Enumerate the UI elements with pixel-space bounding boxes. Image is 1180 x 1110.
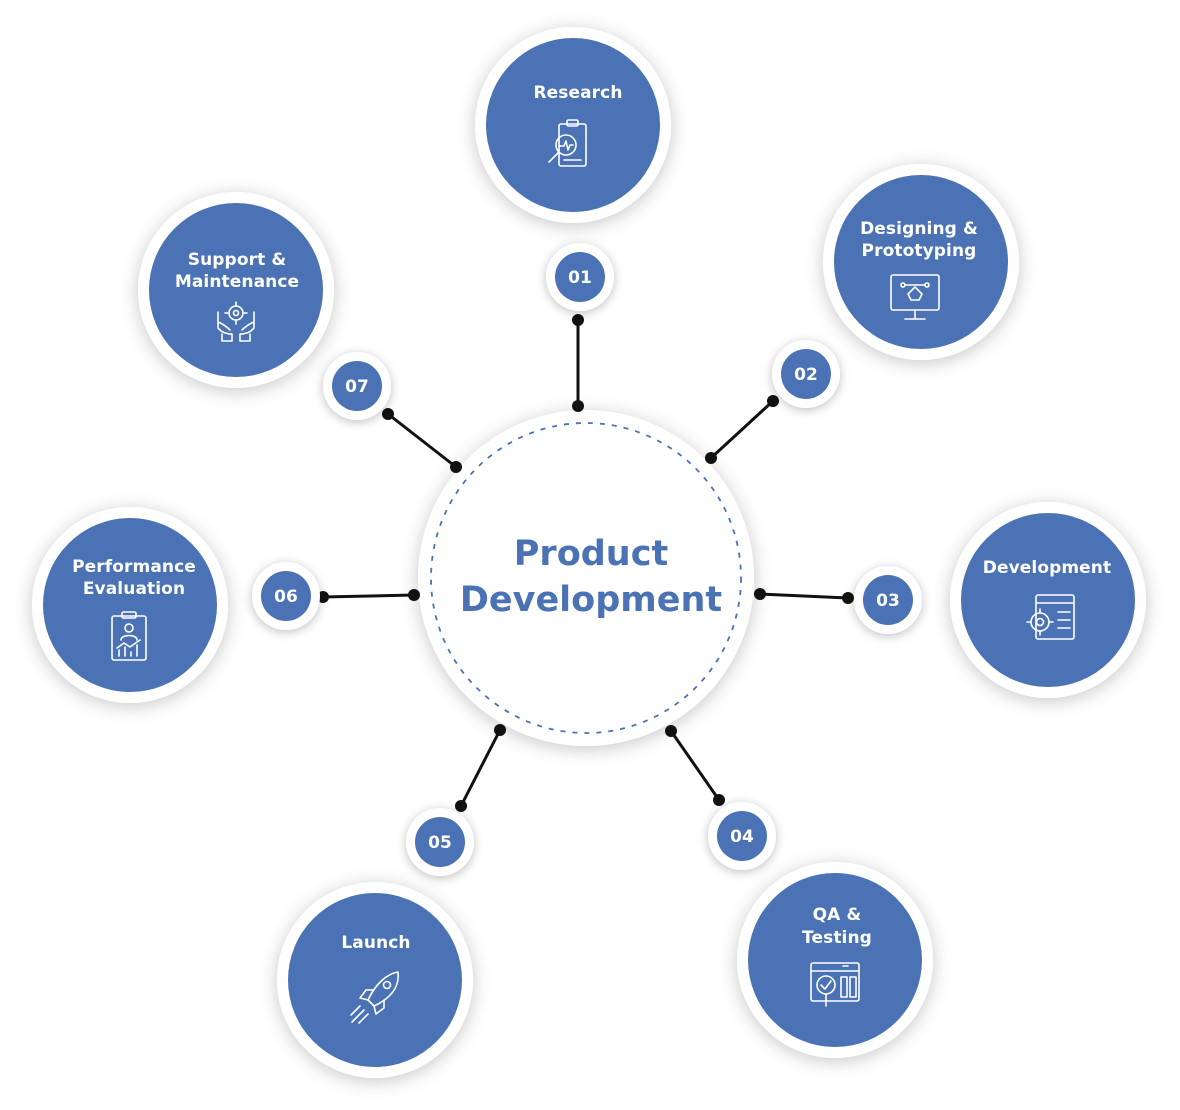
stage-label-performance-line2: Evaluation <box>83 579 185 599</box>
stage-designing-prototyping: Designing & Prototyping <box>823 164 1019 360</box>
stage-label-development: Development <box>983 558 1112 578</box>
svg-text:01: 01 <box>568 268 592 288</box>
svg-text:07: 07 <box>345 377 369 397</box>
connector-03 <box>759 592 849 600</box>
stage-launch: Launch <box>277 882 473 1078</box>
step-badge-04: 04 <box>708 802 776 870</box>
stage-development: Development <box>950 502 1146 698</box>
center-title-line1: Product <box>514 534 668 574</box>
stage-label-launch: Launch <box>341 933 410 953</box>
connector-05 <box>459 729 502 807</box>
connector-04 <box>669 730 721 801</box>
stage-label-support-line1: Support & <box>188 250 287 270</box>
svg-text:03: 03 <box>876 591 900 611</box>
connector-02 <box>709 399 775 460</box>
design-monitor-pen-icon <box>890 274 940 320</box>
step-badge-02: 02 <box>772 340 840 408</box>
step-badge-06: 06 <box>252 562 320 630</box>
svg-text:04: 04 <box>730 827 754 847</box>
stage-label-qa-line2: Testing <box>802 928 872 948</box>
research-clipboard-magnifier-icon <box>548 119 587 167</box>
svg-text:06: 06 <box>274 587 298 607</box>
step-badge-05: 05 <box>406 808 474 876</box>
stage-label-research: Research <box>533 83 622 103</box>
stage-performance-evaluation: Performance Evaluation <box>32 507 228 703</box>
svg-text:02: 02 <box>794 365 818 385</box>
stage-label-qa-line1: QA & <box>813 905 862 925</box>
connector-07 <box>387 412 457 469</box>
support-hands-gear-icon <box>217 301 255 342</box>
stage-label-designing-line1: Designing & <box>860 219 978 239</box>
stage-support-maintenance: Support & Maintenance <box>138 192 334 388</box>
development-gear-code-window-icon <box>1026 594 1075 640</box>
number-badges: 01 02 03 04 05 06 07 <box>252 243 922 876</box>
qa-testing-browser-check-icon <box>810 962 860 1007</box>
center-hub: Product Development <box>418 410 754 746</box>
stage-research: Research <box>475 27 671 223</box>
stage-label-performance-line1: Performance <box>72 557 196 577</box>
center-dashed-ring <box>430 422 742 734</box>
connector-dots <box>317 314 854 812</box>
stage-label-support-line2: Maintenance <box>175 272 299 292</box>
center-title-line2: Development <box>460 580 722 620</box>
step-badge-07: 07 <box>323 352 391 420</box>
connectors <box>322 320 849 807</box>
connector-06 <box>322 593 415 599</box>
step-badge-01: 01 <box>546 243 614 311</box>
stage-qa-testing: QA & Testing <box>737 862 933 1058</box>
launch-rocket-icon <box>350 971 399 1024</box>
step-badge-03: 03 <box>854 566 922 634</box>
performance-clipboard-chart-icon <box>111 611 147 661</box>
stage-label-designing-line2: Prototyping <box>862 241 977 261</box>
svg-text:05: 05 <box>428 833 452 853</box>
